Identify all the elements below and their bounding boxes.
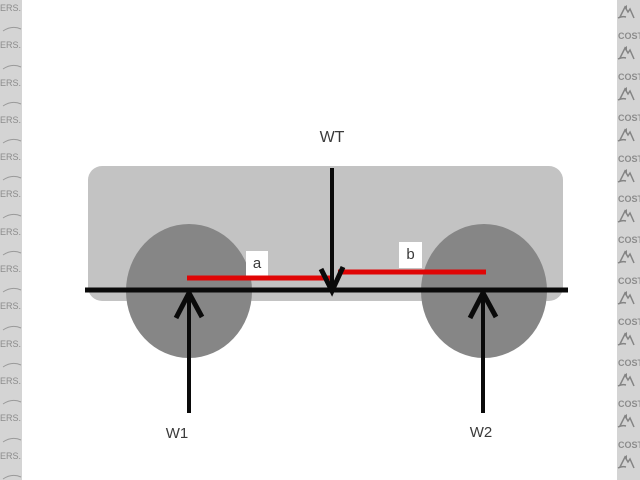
rear-weight-label: W2 — [469, 424, 493, 441]
watermark-arc-icon — [2, 430, 22, 448]
watermark-cell: COST — [617, 123, 640, 164]
watermark-text: DERS. — [0, 77, 21, 88]
watermark-text: DERS. — [0, 226, 21, 237]
watermark-text: DERS. — [0, 264, 21, 275]
watermark-cell: COST — [617, 368, 640, 409]
watermark-cell: DERS. — [0, 298, 22, 335]
watermark-mountain-logo-icon — [617, 413, 636, 435]
watermark-mountain-logo-icon — [617, 372, 636, 394]
watermark-mountain-logo-icon — [617, 331, 636, 353]
watermark-text: DERS. — [0, 301, 21, 312]
watermark-text: DERS. — [0, 3, 21, 13]
watermark-cell: DERS. — [0, 448, 22, 480]
watermark-cell: COST — [617, 204, 640, 245]
watermark-arc-icon — [2, 168, 22, 186]
watermark-cell: COST — [617, 41, 640, 82]
watermark-text: DERS. — [0, 375, 21, 386]
watermark-text: COST — [618, 358, 640, 369]
watermark-cell: DERS. — [0, 373, 22, 410]
watermark-text: COST — [618, 317, 640, 328]
watermark-cell: COST — [617, 327, 640, 368]
watermark-cell: DERS. — [0, 224, 22, 261]
watermark-cell: COST — [617, 0, 640, 41]
distance-a-label: a — [246, 251, 268, 277]
watermark-cell: DERS. — [0, 410, 22, 447]
watermark-mountain-logo-icon — [617, 168, 636, 190]
watermark-text: COST — [618, 71, 640, 82]
watermark-text: DERS. — [0, 114, 21, 125]
watermark-text: DERS. — [0, 413, 21, 424]
watermark-cell: DERS. — [0, 0, 22, 37]
watermark-text: COST — [618, 30, 640, 41]
watermark-cell: COST — [617, 82, 640, 123]
front-weight-label: W1 — [165, 425, 189, 442]
watermark-cell: COST — [617, 164, 640, 205]
total-weight-arrow — [318, 168, 346, 297]
watermark-arc-icon — [2, 131, 22, 149]
watermark-cell: DERS. — [0, 112, 22, 149]
watermark-arc-icon — [2, 318, 22, 336]
watermark-cell: DERS. — [0, 149, 22, 186]
watermark-text: COST — [618, 194, 640, 205]
watermark-text: DERS. — [0, 338, 21, 349]
watermark-cell: DERS. — [0, 186, 22, 223]
rear-weight-arrow — [467, 287, 499, 413]
watermark-arc-icon — [2, 19, 22, 37]
watermark-mountain-logo-icon — [617, 86, 636, 108]
watermark-arc-icon — [2, 94, 22, 112]
watermark-cell: DERS. — [0, 37, 22, 74]
watermark-arc-icon — [2, 355, 22, 373]
watermark-arc-icon — [2, 467, 22, 480]
watermark-mountain-logo-icon — [617, 208, 636, 230]
front-weight-arrow — [173, 287, 205, 413]
watermark-mountain-logo-icon — [617, 45, 636, 67]
watermark-mountain-logo-icon — [617, 290, 636, 312]
watermark-cell: DERS. — [0, 261, 22, 298]
watermark-arc-icon — [2, 206, 22, 224]
watermark-text: COST — [618, 398, 640, 409]
watermark-mountain-logo-icon — [617, 454, 636, 476]
watermark-arc-icon — [2, 243, 22, 261]
watermark-mountain-logo-icon — [617, 249, 636, 271]
watermark-text: COST — [618, 112, 640, 123]
watermark-cell: COST — [617, 245, 640, 286]
watermark-text: COST — [618, 276, 640, 287]
watermark-arc-icon — [2, 392, 22, 410]
watermark-text: COST — [618, 439, 640, 450]
watermark-text: DERS. — [0, 40, 21, 51]
distance-b-label: b — [399, 242, 422, 268]
watermark-cell: DERS. — [0, 336, 22, 373]
watermark-arc-icon — [2, 57, 22, 75]
left-watermark-strip: DERS. DERS. DERS. DERS. — [0, 0, 22, 480]
watermark-cell: DERS. — [0, 75, 22, 112]
watermark-text: COST — [618, 153, 640, 164]
watermark-mountain-logo-icon — [617, 4, 636, 26]
watermark-cell: COST — [617, 286, 640, 327]
watermark-cell: COST — [617, 450, 640, 480]
watermark-text: DERS. — [0, 450, 21, 461]
watermark-mountain-logo-icon — [617, 127, 636, 149]
watermark-text: DERS. — [0, 189, 21, 200]
watermark-text: DERS. — [0, 152, 21, 163]
watermark-text: COST — [618, 235, 640, 246]
watermark-cell: COST — [617, 409, 640, 450]
total-weight-label: WT — [319, 129, 345, 146]
right-watermark-strip: COST COST COST — [617, 0, 640, 480]
watermark-arc-icon — [2, 280, 22, 298]
